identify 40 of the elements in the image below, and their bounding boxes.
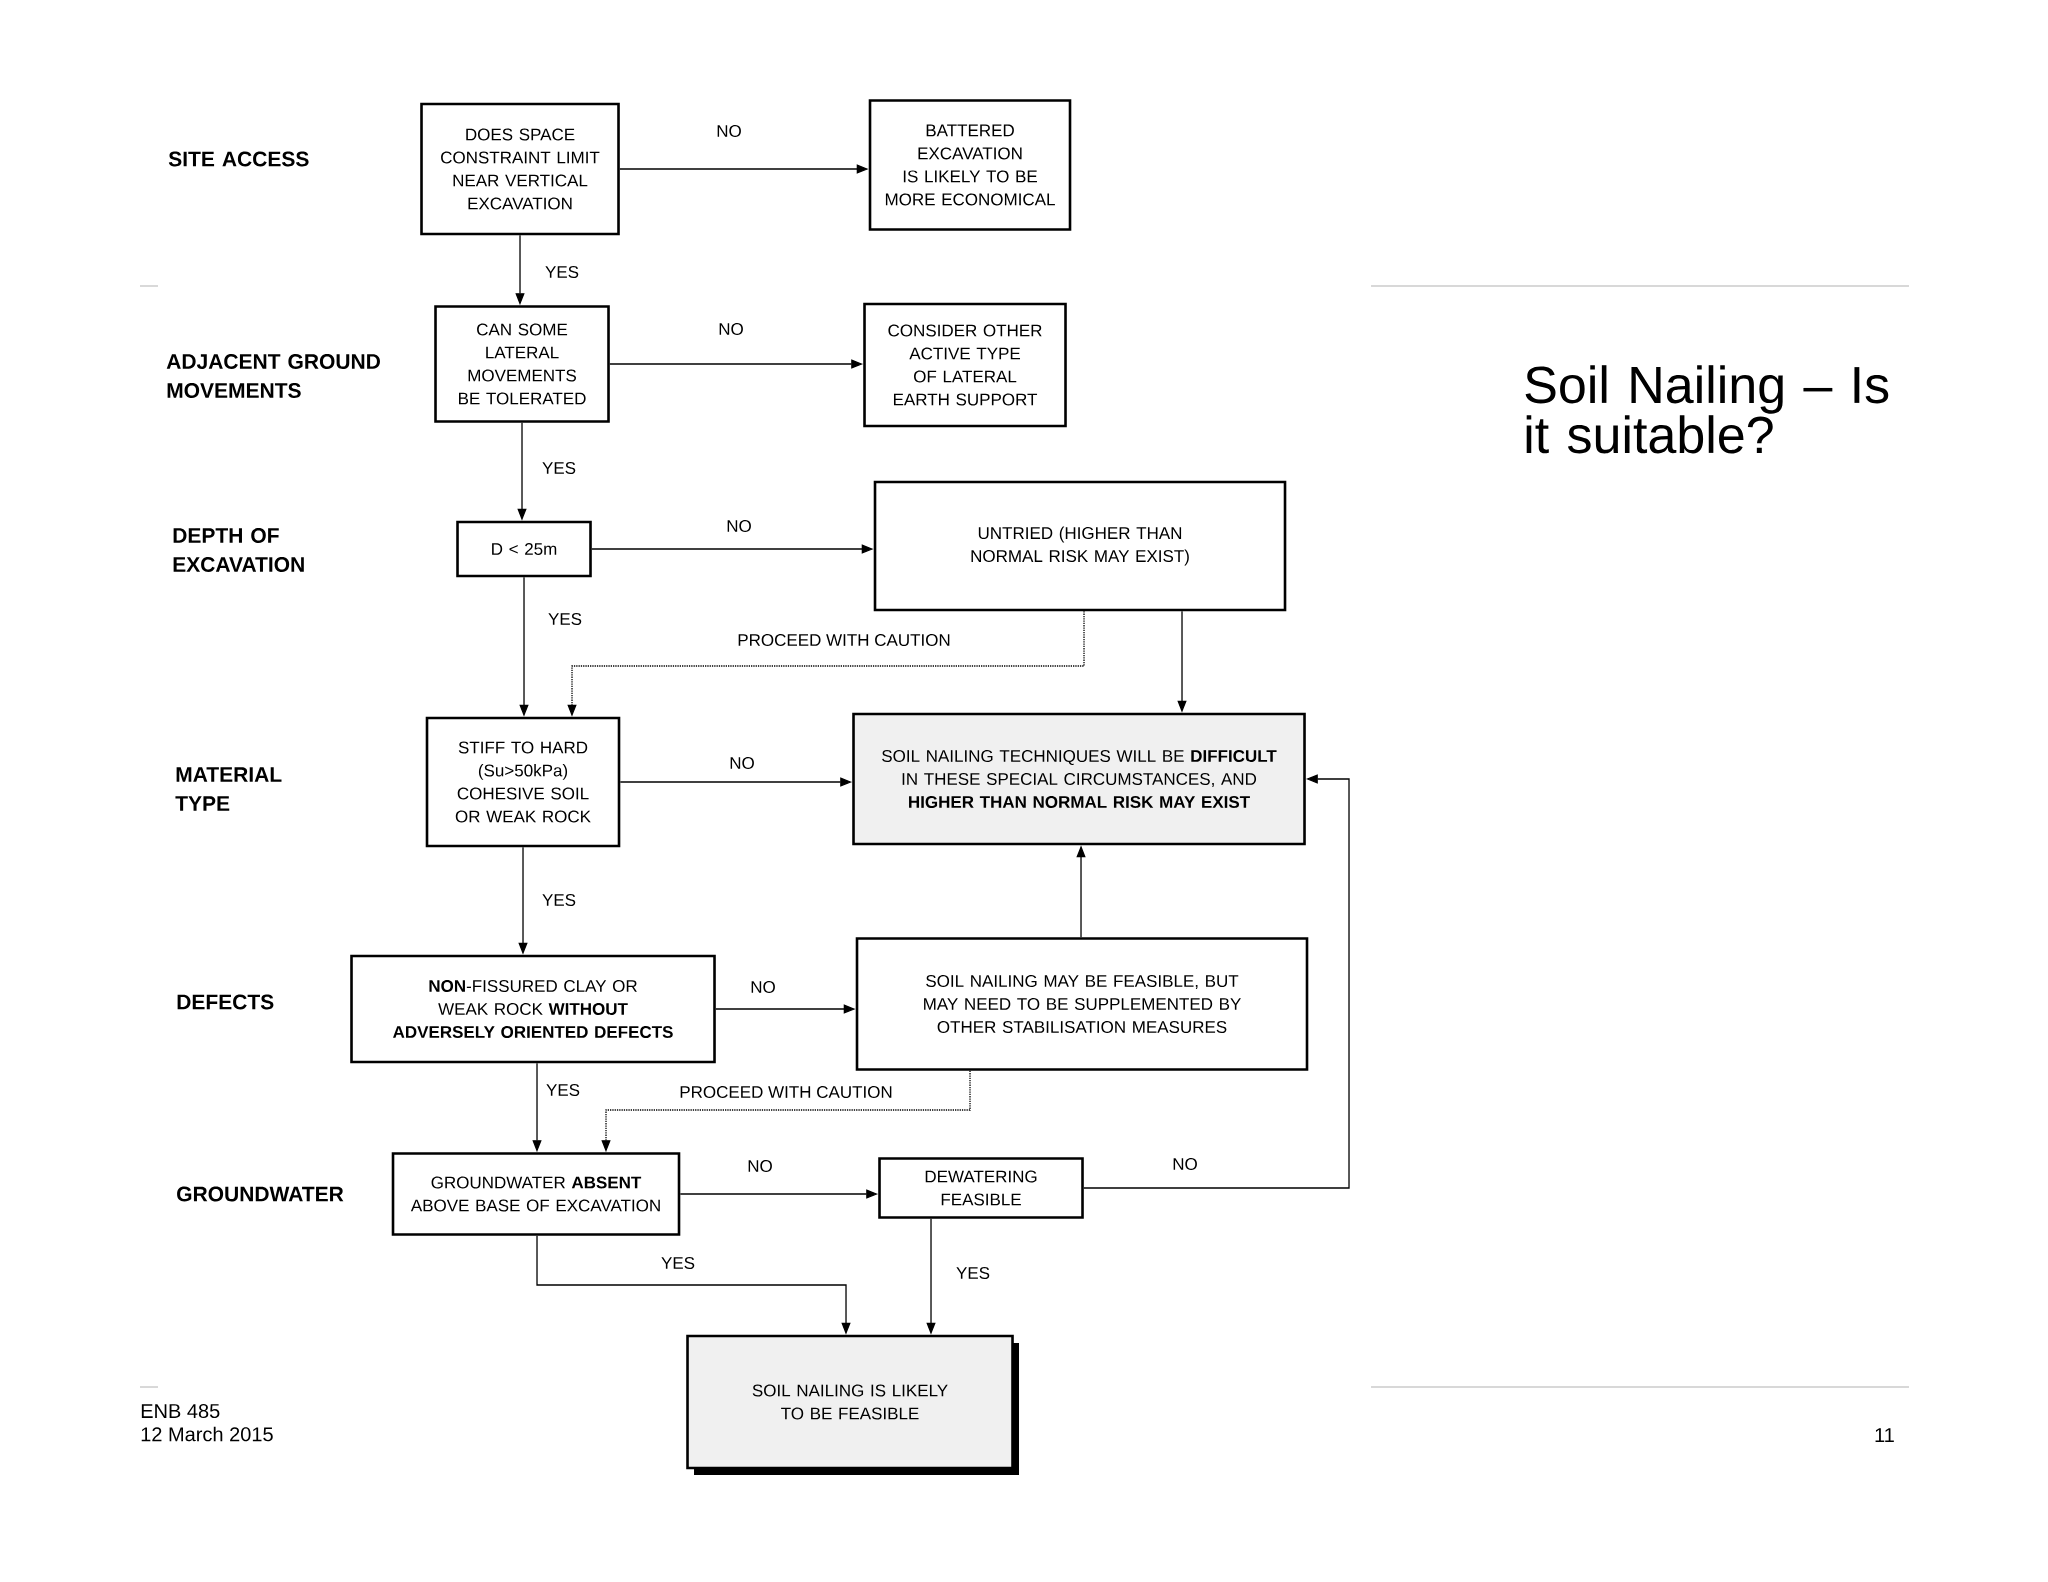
- edge-label: YES: [659, 1255, 697, 1271]
- process-box: STIFF TO HARD (Su>50kPa) COHESIVE SOIL OR WEAK ROCK: [425, 716, 621, 848]
- edge-label: NO: [727, 755, 757, 771]
- process-box: DEWATERING FEASIBLE: [878, 1157, 1084, 1219]
- footer-text: 12 March 2015: [141, 1426, 273, 1442]
- process-box: SOIL NAILING MAY BE FEASIBLE, BUT MAY NEED TO BE SUPPLEMENTED BY OTHER STABILISATION MEASURES: [855, 937, 1309, 1071]
- row-label: GROUNDWATER: [177, 1186, 344, 1202]
- process-box: CONSIDER OTHER ACTIVE TYPE OF LATERAL EARTH SUPPORT: [863, 302, 1067, 428]
- edge-label: YES: [543, 264, 581, 280]
- row-label: DEFECTS: [177, 994, 274, 1010]
- row-label: SITE ACCESS: [168, 151, 309, 167]
- edge-label: NO: [724, 518, 754, 534]
- process-box: NON-FISSURED CLAY OR WEAK ROCK WITHOUT ADVERSELY ORIENTED DEFECTS: [350, 954, 716, 1064]
- edge-label: YES: [546, 611, 584, 627]
- edge-label: YES: [540, 460, 578, 476]
- process-box: SOIL NAILING TECHNIQUES WILL BE DIFFICULT IN THESE SPECIAL CIRCUMSTANCES, AND HIGHER THAN NORMAL RISK MAY EXIST: [852, 712, 1306, 846]
- footer-text: ENB 485: [141, 1403, 220, 1419]
- process-box: UNTRIED (HIGHER THAN NORMAL RISK MAY EXIST): [873, 480, 1287, 612]
- page-number: 11: [1875, 1428, 1894, 1442]
- edge-label: YES: [540, 892, 578, 908]
- process-box: SOIL NAILING IS LIKELY TO BE FEASIBLE: [686, 1334, 1019, 1475]
- process-box: BATTERED EXCAVATION IS LIKELY TO BE MORE ECONOMICAL: [868, 99, 1072, 231]
- edge-label: NO: [1170, 1156, 1200, 1172]
- row-label: ADJACENT GROUND MOVEMENTS: [166, 354, 380, 398]
- edge-label: NO: [714, 123, 744, 139]
- process-box: CAN SOME LATERAL MOVEMENTS BE TOLERATED: [434, 305, 610, 423]
- process-box: GROUNDWATER ABSENT ABOVE BASE OF EXCAVATION: [391, 1152, 681, 1236]
- process-box: D < 25m: [456, 520, 592, 578]
- row-label: MATERIAL TYPE: [175, 767, 282, 811]
- edge-label: PROCEED WITH CAUTION: [735, 632, 953, 648]
- row-label: DEPTH OF EXCAVATION: [173, 528, 304, 572]
- edge-label: YES: [544, 1082, 582, 1098]
- edge-label: NO: [716, 321, 746, 337]
- edge-label: YES: [954, 1265, 992, 1281]
- arrow: [1083, 774, 1350, 1189]
- edge-label: NO: [748, 979, 778, 995]
- edge-label: PROCEED WITH CAUTION: [677, 1084, 895, 1100]
- slide-title: Soil Nailing – Is it suitable?: [1525, 365, 1889, 454]
- process-box: DOES SPACE CONSTRAINT LIMIT NEAR VERTICAL EXCAVATION: [420, 102, 620, 236]
- edge-label: NO: [745, 1158, 775, 1174]
